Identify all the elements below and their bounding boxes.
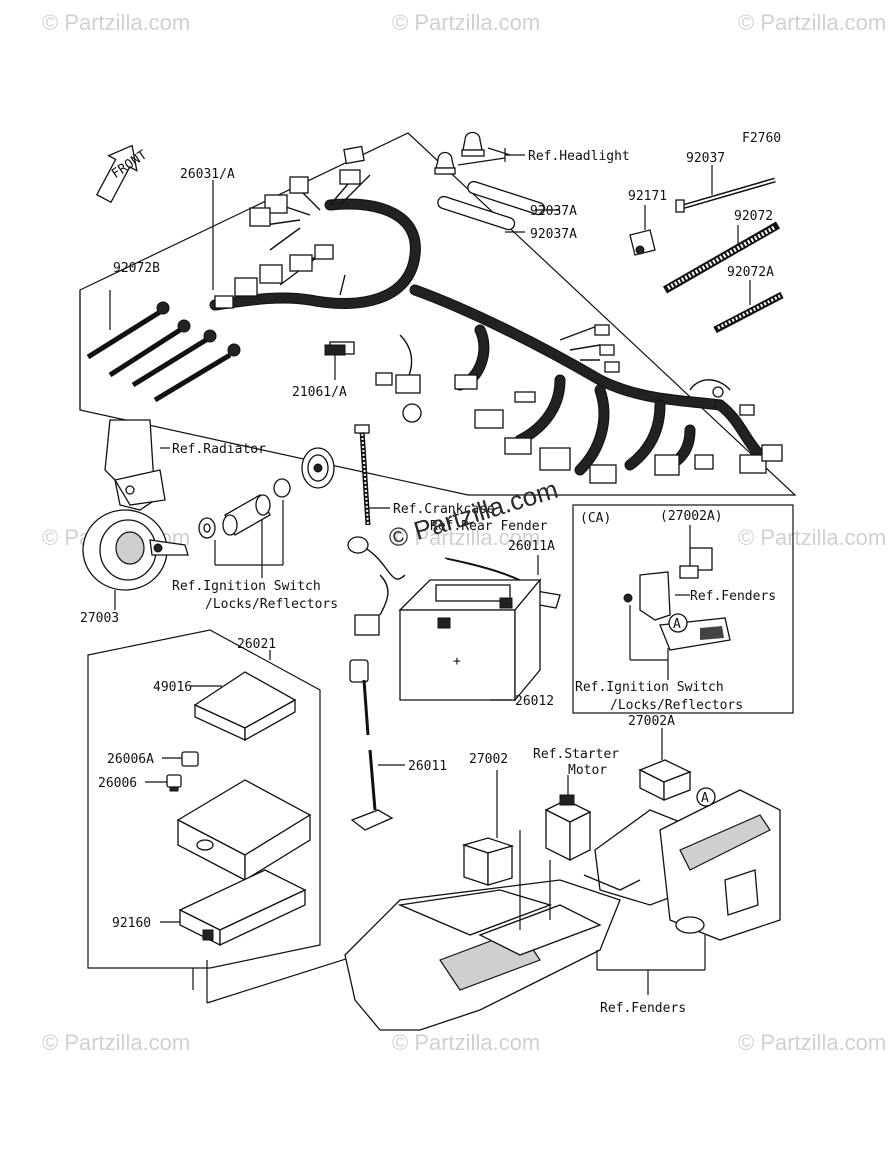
svg-text:+: + (453, 654, 461, 669)
battery-26012: + (398, 578, 542, 702)
part-92171 (629, 205, 656, 256)
ref-starter-label: Ref.Starter (533, 747, 619, 762)
ca-relay-bracket: A (623, 525, 731, 680)
part-21061A (324, 344, 346, 356)
watermark-layer: © Partzilla.com © Partzilla.com © Partzi… (42, 10, 886, 1055)
fuse-26006A (162, 751, 199, 767)
part-92037-label: 92037 (686, 151, 725, 166)
part-21061A-label: 21061/A (292, 385, 347, 400)
fuse-box-cover-92160 (160, 869, 307, 947)
watermark: © Partzilla.com (392, 10, 540, 35)
marker-a: A (673, 617, 681, 632)
ref-ignition-switch-ca-label: Ref.Ignition Switch (575, 680, 724, 695)
part-92037A-label-2: 92037A (530, 227, 577, 242)
fuse-box-panel (87, 629, 321, 969)
battery-cables (347, 424, 561, 636)
headlight-bracket-parts (434, 131, 560, 233)
part-26012-label: 26012 (515, 694, 554, 709)
part-27002A-ca-label: (27002A) (660, 509, 723, 524)
part-92037 (675, 165, 776, 213)
radiator-bracket (104, 419, 170, 511)
starter-relay (544, 775, 592, 862)
relay-27002 (461, 770, 515, 886)
relay-27002A (638, 728, 692, 802)
watermark: © Partzilla.com (738, 10, 886, 35)
ref-ignition-switch-label: Ref.Ignition Switch (172, 579, 321, 594)
part-27002-label: 27002 (469, 752, 508, 767)
watermark: © Partzilla.com (738, 525, 886, 550)
part-92160-label: 92160 (112, 916, 151, 931)
watermark: © Partzilla.com (42, 10, 190, 35)
fuse-box-26021 (176, 779, 312, 882)
rear-fender-tray: A (344, 787, 781, 1031)
marker-a-2: A (701, 791, 709, 806)
ca-label: (CA) (580, 511, 611, 526)
part-92072A (713, 280, 784, 334)
watermark: © Partzilla.com (392, 525, 540, 550)
watermark: © Partzilla.com (738, 1030, 886, 1055)
harness-connectors (214, 145, 783, 484)
ignition-switch-parts (198, 447, 335, 578)
part-92037A-label-1: 92037A (530, 204, 577, 219)
part-92072 (663, 221, 780, 294)
ref-rear-fender-label: Ref.Rear Fender (430, 519, 548, 534)
ref-fenders-bottom-label: Ref.Fenders (600, 1001, 686, 1016)
part-26031A-label: 26031/A (180, 167, 235, 182)
watermark: © Partzilla.com (42, 1030, 190, 1055)
fuse-cover-49016 (190, 671, 297, 742)
motor-label: Motor (568, 763, 607, 778)
ref-crankcase-label: Ref.Crankcase (393, 502, 495, 517)
part-92072B-label: 92072B (113, 261, 160, 276)
part-49016-label: 49016 (153, 680, 192, 695)
part-92072-label: 92072 (734, 209, 773, 224)
ref-headlight-label: Ref.Headlight (528, 149, 630, 164)
part-26006A-label: 26006A (107, 752, 154, 767)
front-arrow: FRONT (95, 144, 150, 204)
figure-code: F2760 (742, 131, 781, 146)
horn-27003 (82, 509, 189, 610)
part-92171-label: 92171 (628, 189, 667, 204)
part-26011A-label: 26011A (508, 539, 555, 554)
part-26021-label: 26021 (237, 637, 276, 652)
fuse-26006 (145, 774, 182, 792)
part-27003-label: 27003 (80, 611, 119, 626)
watermark: © Partzilla.com (392, 1030, 540, 1055)
ref-locks-reflectors-ca-label: /Locks/Reflectors (610, 698, 743, 713)
ref-fenders-ca-label: Ref.Fenders (690, 589, 776, 604)
ref-locks-reflectors-label: /Locks/Reflectors (205, 597, 338, 612)
part-26011-label: 26011 (408, 759, 447, 774)
part-92072A-label: 92072A (727, 265, 774, 280)
cable-ties-92072B (86, 290, 241, 403)
ref-radiator-label: Ref.Radiator (172, 442, 266, 457)
ca-variant-box (572, 504, 794, 714)
part-26006-label: 26006 (98, 776, 137, 791)
part-27002A-label: 27002A (628, 714, 675, 729)
ground-cable-26011 (349, 659, 405, 831)
